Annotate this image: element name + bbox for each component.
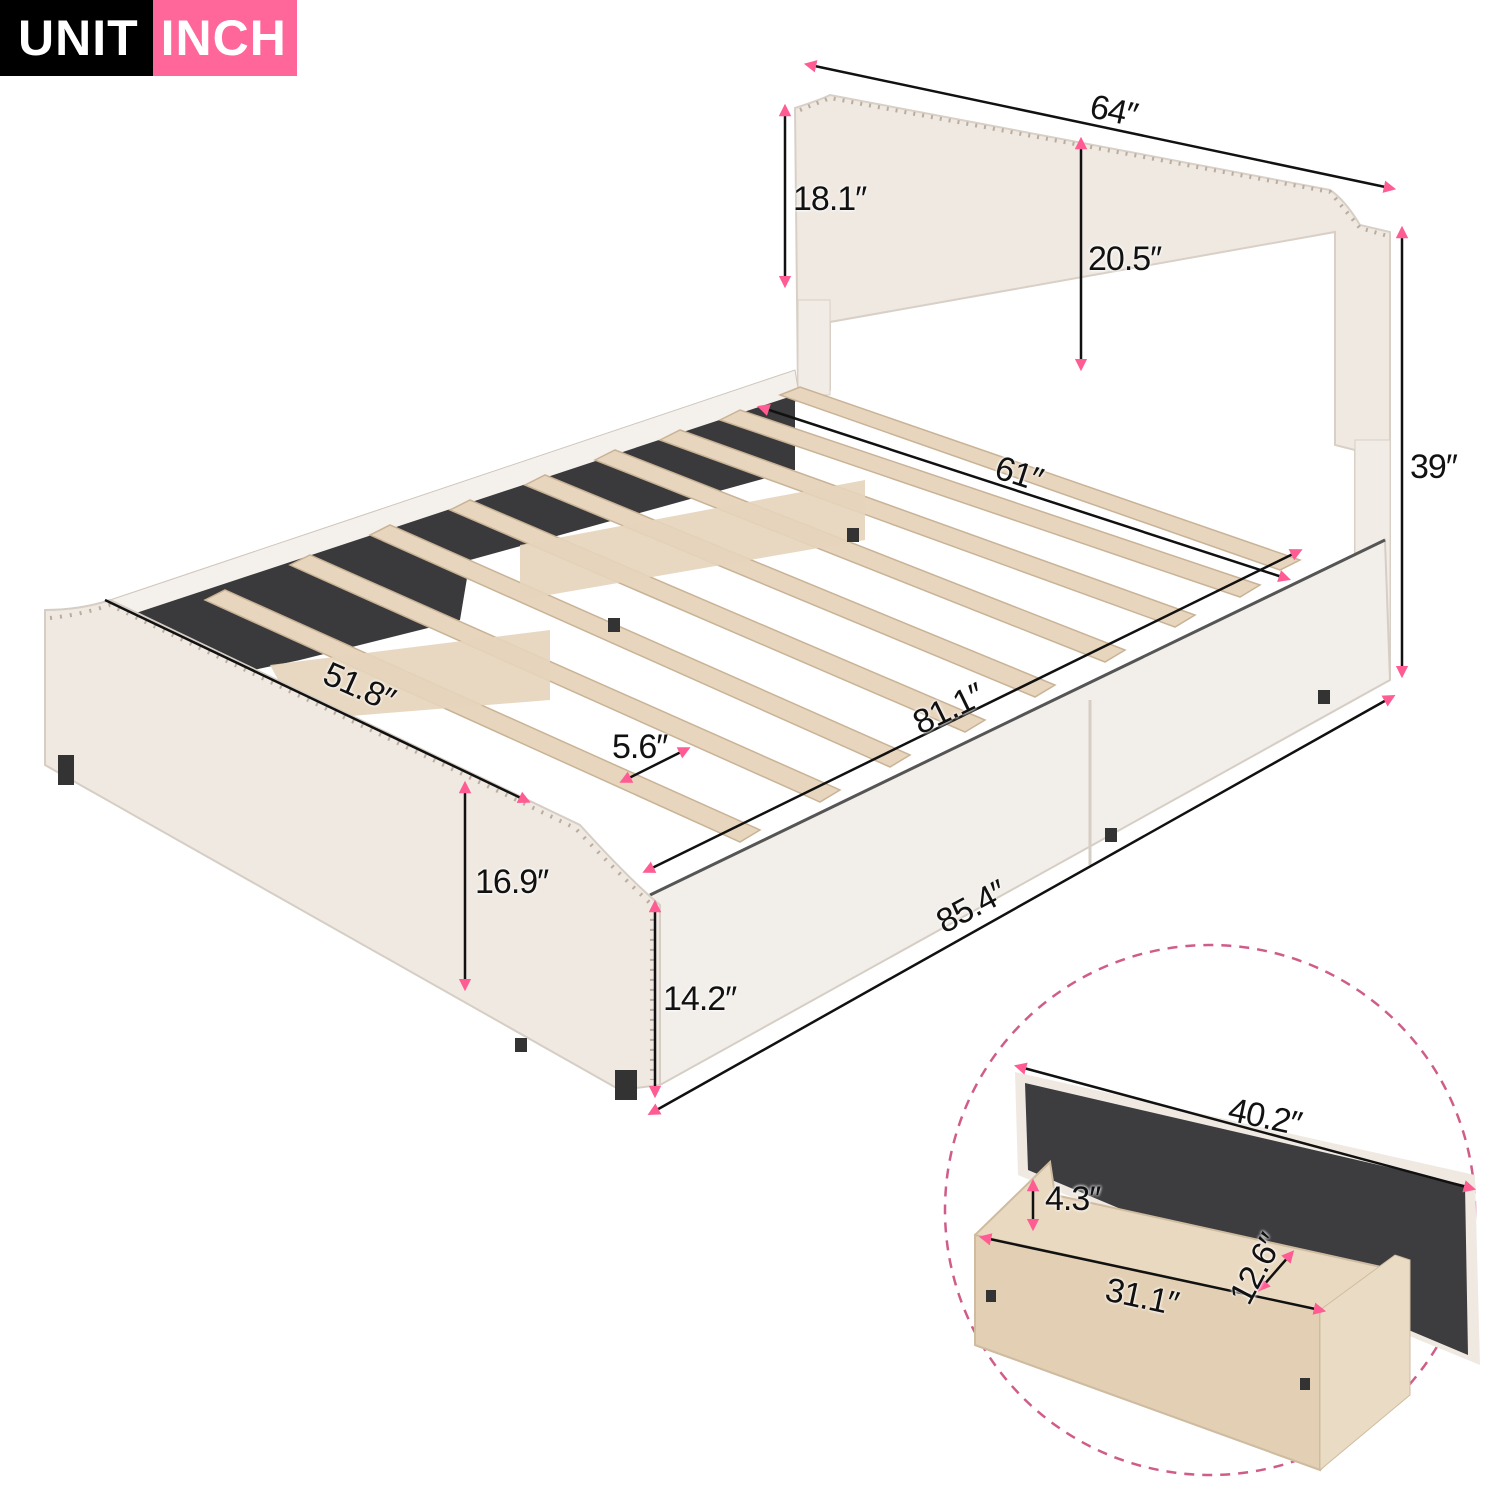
dim-footboard-height: 16.9″ [475, 863, 549, 901]
dim-headboard-panel-height: 18.1″ [793, 180, 867, 218]
dim-slat-gap: 5.6″ [612, 728, 668, 766]
unit-value: INCH [152, 0, 297, 76]
drawer-detail [943, 943, 1480, 1477]
unit-badge: UNIT INCH [0, 0, 297, 76]
unit-label: UNIT [0, 0, 153, 76]
dimension-lines [104, 60, 1409, 1116]
dim-side-rail-height: 14.2″ [663, 980, 737, 1018]
dim-headboard-height: 20.5″ [1088, 240, 1162, 278]
dim-total-height: 39″ [1410, 448, 1458, 486]
dim-drawer-depth: 4.3″ [1045, 1180, 1101, 1218]
